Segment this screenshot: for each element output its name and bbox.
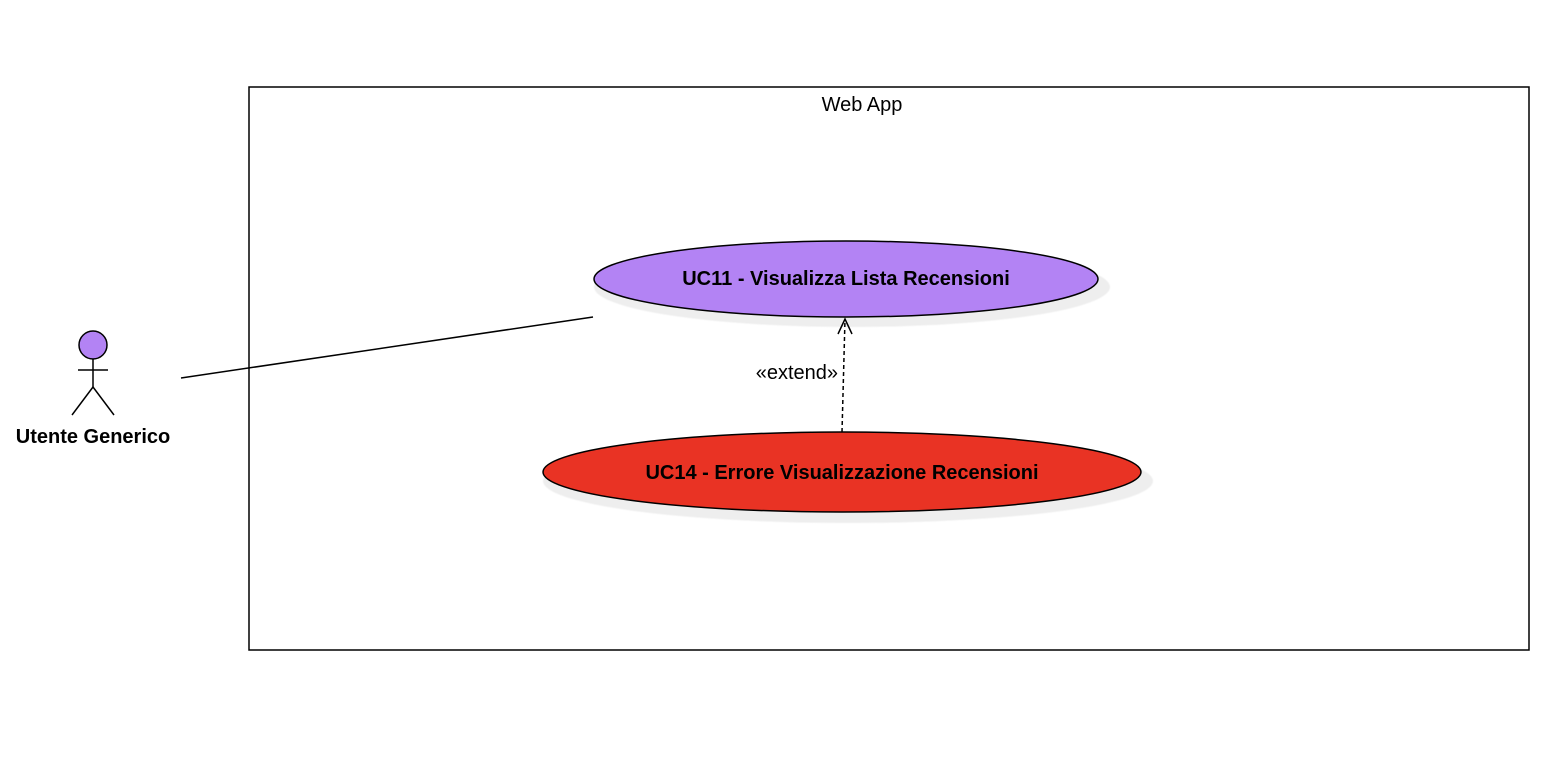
actor-left-leg	[71, 386, 94, 416]
extend-arrowhead	[837, 317, 853, 335]
actor-right-leg	[92, 386, 115, 416]
actor-label: Utente Generico	[16, 426, 170, 448]
usecase-uc11: UC11 - Visualizza Lista Recensioni	[593, 240, 1110, 327]
association-line	[180, 316, 594, 379]
usecase-uc14: UC14 - Errore Visualizzazione Recensioni	[542, 431, 1153, 523]
usecase-uc11-ellipse	[593, 240, 1099, 318]
system-boundary	[248, 86, 1530, 651]
extend-line	[841, 318, 846, 433]
actor-utente-generico	[71, 330, 115, 416]
extend-label: «extend»	[756, 362, 838, 384]
actor-head	[78, 330, 108, 360]
system-title: Web App	[822, 94, 903, 116]
usecase-uc14-label: UC14 - Errore Visualizzazione Recensioni	[645, 462, 1038, 484]
usecase-uc11-label: UC11 - Visualizza Lista Recensioni	[682, 268, 1010, 290]
